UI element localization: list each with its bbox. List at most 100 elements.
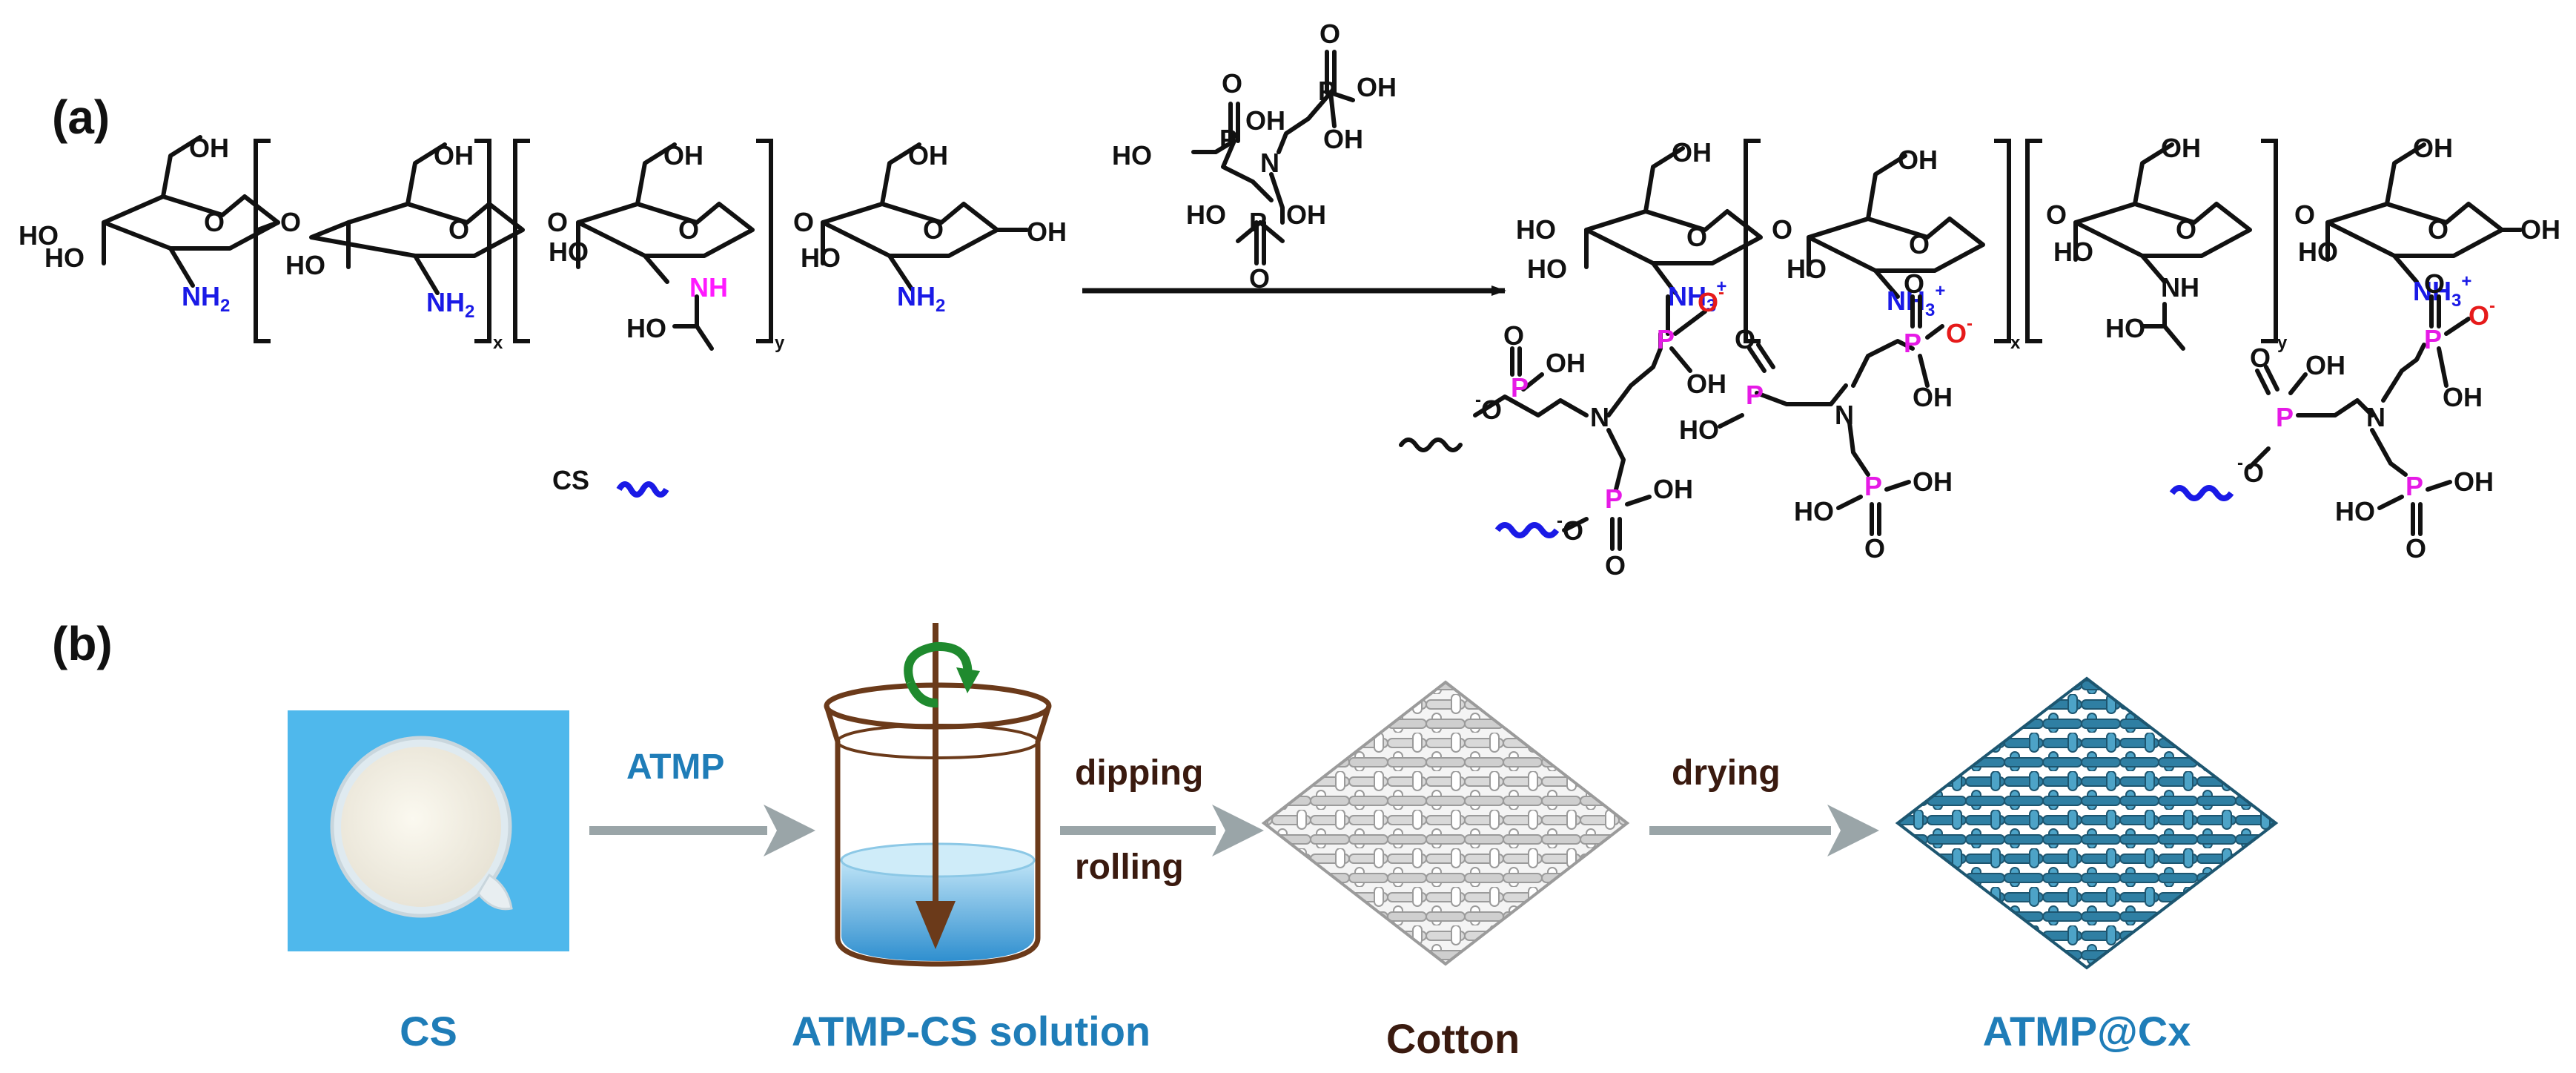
atmp-reagent: O P OH HO N O P OH OH P HO OH O — [1112, 19, 1397, 294]
phosphorus: P — [2424, 324, 2442, 354]
nh2-group: NH2 — [182, 281, 230, 316]
ho-label: HO — [1787, 254, 1827, 284]
petri-dish-icon — [288, 710, 569, 951]
oh-label: OH — [2520, 214, 2560, 245]
ring-oxygen: O — [204, 207, 225, 237]
ho-label: HO — [2105, 313, 2145, 343]
process-arrow-1 — [589, 805, 815, 856]
oh-label: OH — [1898, 145, 1938, 175]
repeat-y: y — [2277, 333, 2288, 353]
ho-label: HO — [549, 237, 589, 267]
panel-a-label: (a) — [52, 90, 110, 144]
repeat-x: x — [493, 333, 503, 353]
product-ring-4: OH O HO OH NH3+ — [2298, 133, 2560, 311]
oh-label: OH — [1913, 382, 1953, 412]
nitrogen: N — [1590, 402, 1609, 432]
atmp-chitosan-product: OH O HO HO NH3+ O OH O HO NH3+ x O — [1399, 133, 2560, 581]
ring-oxygen: O — [2176, 214, 2196, 245]
atmp-ho: HO — [1186, 199, 1226, 230]
rotation-arrow-icon — [904, 641, 980, 708]
chain-wave-icon — [616, 481, 669, 498]
o-minus: O- — [2469, 296, 2495, 331]
atmp-oxygen: O — [1320, 19, 1340, 49]
oh-label: OH — [2454, 466, 2494, 497]
atmp-oh: OH — [1245, 105, 1285, 136]
ho-label: HO — [1794, 496, 1834, 526]
bound-atmp-1: -O P O OH N P O- OH P O OH -O — [1399, 283, 1726, 581]
oxygen: O — [1864, 533, 1885, 564]
glycosidic-oxygen: O — [793, 207, 814, 237]
caption-solution: ATMP-CS solution — [792, 1008, 1150, 1054]
phosphorus: P — [2276, 402, 2294, 432]
nitrogen: N — [1835, 400, 1854, 430]
glycosidic-oxygen: O — [547, 207, 568, 237]
oh-label: OH — [1672, 137, 1712, 168]
atmp-phosphorus: P — [1318, 76, 1336, 106]
oh-label: OH — [189, 133, 229, 163]
ring-oxygen: O — [1686, 222, 1707, 252]
o-minus: O- — [1946, 314, 1973, 349]
ho-label: HO — [1516, 214, 1556, 245]
ho-label: HO — [285, 250, 325, 280]
oh-label: OH — [2443, 382, 2483, 412]
phosphorus: P — [1904, 328, 1921, 358]
phosphorus: P — [1864, 471, 1882, 501]
glycosidic-oxygen: O — [280, 207, 301, 237]
ring-oxygen: O — [923, 214, 944, 245]
caption-cs: CS — [400, 1008, 457, 1054]
glycosidic-oxygen: O — [2046, 199, 2067, 230]
oh-label: OH — [2161, 133, 2201, 163]
glucosamine-ring-2: OH O HO NH2 — [285, 140, 525, 322]
oh-label: OH — [908, 140, 948, 171]
oh-label: OH — [2413, 133, 2453, 163]
bound-atmp-3: -O P O OH N O P O- OH P HO OH O — [2169, 268, 2495, 564]
ho-label: HO — [19, 220, 59, 251]
oh-label: OH — [663, 140, 703, 171]
phosphorus: P — [2406, 471, 2423, 501]
product-ring-1: OH O HO HO NH3+ — [1516, 137, 1763, 316]
nitrogen: N — [2366, 402, 2385, 432]
oh-label: OH — [434, 140, 474, 171]
phosphorus: P — [1605, 483, 1623, 514]
phosphorus: P — [1511, 372, 1529, 403]
process-arrow-2 — [1060, 805, 1264, 856]
o-minus: -O — [2237, 453, 2264, 488]
nh2-group: NH2 — [426, 287, 474, 322]
ho-label: HO — [44, 242, 85, 273]
ho-label: HO — [2298, 237, 2338, 267]
atmp-phosphorus: P — [1219, 124, 1237, 154]
oh-label: OH — [1546, 348, 1586, 378]
repeat-y: y — [775, 333, 785, 353]
oh-label: OH — [1913, 466, 1953, 497]
cotton-fabric-icon — [1261, 680, 1630, 966]
ring-oxygen: O — [2428, 214, 2448, 245]
o-minus: O- — [1698, 283, 1724, 317]
ho-label: HO — [1527, 254, 1567, 284]
product-ring-2: OH O HO NH3+ — [1787, 145, 1985, 320]
glucosamine-ring-4: OH O HO OH NH2 — [801, 140, 1067, 316]
atmp-phosphorus: P — [1249, 207, 1267, 237]
atmp-ho: HO — [1112, 140, 1152, 171]
oh-label: OH — [2305, 350, 2345, 380]
cs-legend-label: CS — [552, 465, 589, 495]
chitosan-reactant: OH O HO HO NH2 O OH O HO NH2 x O — [19, 133, 1067, 498]
ho-label: HO — [2335, 496, 2375, 526]
atmp-nitrogen: N — [1260, 148, 1279, 178]
oh-label: OH — [1653, 474, 1693, 504]
bound-atmp-2: O P HO N O P O- OH P HO OH O — [1679, 268, 1973, 564]
caption-cotton: Cotton — [1386, 1015, 1520, 1062]
step-atmp: ATMP — [626, 747, 724, 787]
atmp-oh: OH — [1286, 199, 1326, 230]
atmp-oh: OH — [1357, 72, 1397, 102]
ring-oxygen: O — [678, 214, 699, 245]
phosphorus: P — [1746, 380, 1764, 410]
atmp-oxygen: O — [1222, 68, 1242, 99]
oxygen: O — [1503, 320, 1524, 351]
nh-group: NH — [2161, 272, 2199, 303]
oxygen: O — [2250, 343, 2271, 373]
step-rolling: rolling — [1075, 848, 1184, 887]
coated-fabric-icon — [1895, 676, 2279, 970]
nh3-group: NH3+ — [1668, 277, 1726, 316]
glycosidic-oxygen: O — [1772, 214, 1792, 245]
